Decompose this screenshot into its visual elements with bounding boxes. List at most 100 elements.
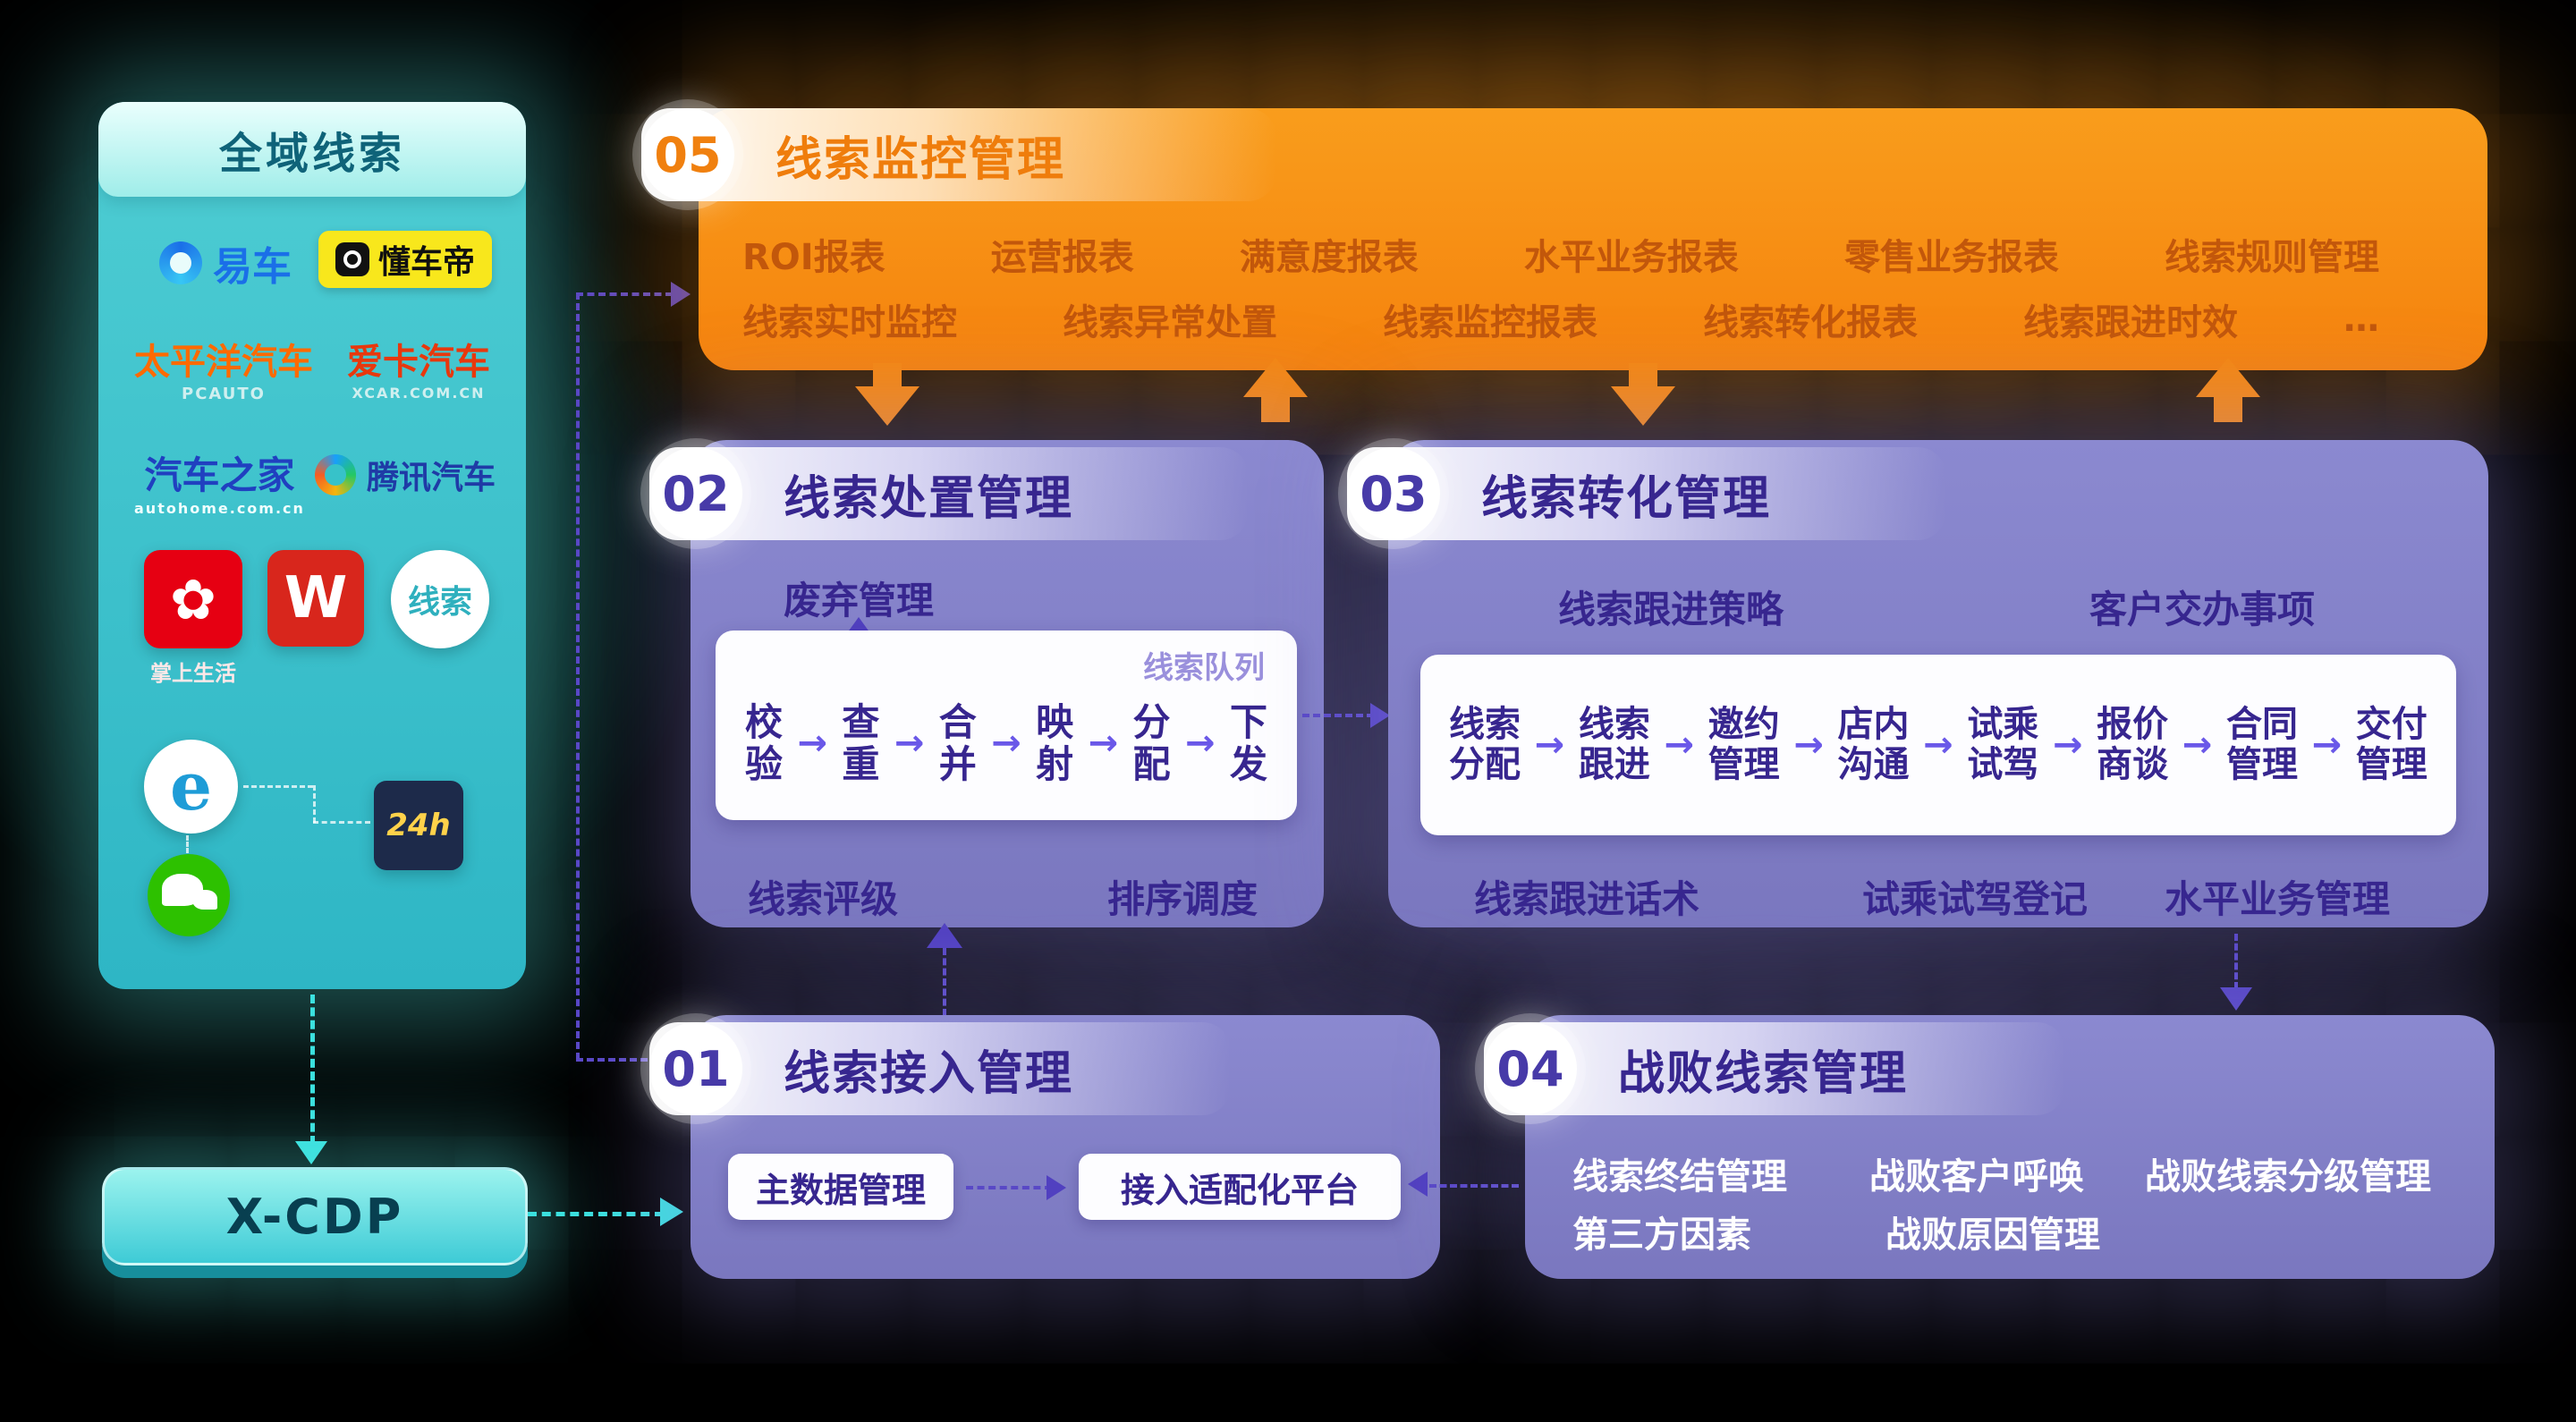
module-03-titlebar: 线索转化管理 xyxy=(1347,447,1946,540)
conversion-step: 合同管理 xyxy=(2225,704,2298,785)
xcdp-to-m01-arrowhead-icon xyxy=(660,1198,683,1226)
flow-arrow-icon: → xyxy=(1664,724,1694,766)
conversion-step: 邀约管理 xyxy=(1707,704,1780,785)
discard-management-label: 废弃管理 xyxy=(784,579,935,622)
xiansuo-label: 线索 xyxy=(407,584,472,621)
xiansuo-badge: 线索 xyxy=(391,550,489,648)
m05-item: 运营报表 xyxy=(990,237,1134,278)
xcdp-block: X-CDP xyxy=(102,1167,528,1265)
module-02-number: 02 xyxy=(662,465,730,522)
module-04-titlebar: 战败线索管理 xyxy=(1484,1022,2065,1115)
w-media-label: W xyxy=(284,565,348,631)
panel-link-line xyxy=(243,785,313,788)
lead-termination-label: 线索终结管理 xyxy=(1572,1156,1787,1198)
module-05-number: 05 xyxy=(654,126,722,183)
pcauto-label: 太平洋汽车 xyxy=(134,342,313,383)
autohome-sub: autohome.com.cn xyxy=(134,500,305,517)
ie-browser-logo: e xyxy=(144,740,238,834)
master-data-label: 主数据管理 xyxy=(755,1170,926,1210)
m05-item: 线索规则管理 xyxy=(2165,237,2379,278)
module-05-row2: 线索实时监控 线索异常处置 线索监控报表 线索转化报表 线索跟进时效 … xyxy=(742,293,2379,345)
pcauto-sub: PCAUTO xyxy=(182,385,266,403)
flow-arrow-icon: → xyxy=(1185,723,1216,764)
conversion-step: 线索跟进 xyxy=(1578,704,1650,785)
m05-item: 线索实时监控 xyxy=(742,302,957,343)
m05-to-m03-arrow-icon xyxy=(1611,386,1675,426)
defeated-customer-recall-label: 战败客户呼唤 xyxy=(1869,1156,2084,1198)
m05-item: 水平业务报表 xyxy=(1523,237,1739,278)
xcar-sub: XCAR.COM.CN xyxy=(352,385,486,402)
dongchedi-label: 懂车帝 xyxy=(377,244,475,281)
tencent-auto-label: 腾讯汽车 xyxy=(367,460,496,496)
module-04-number: 04 xyxy=(1496,1040,1564,1097)
flow-arrow-icon: → xyxy=(2182,724,2213,766)
access-adapter-box: 接入适配化平台 xyxy=(1079,1154,1401,1220)
tencent-auto-logo: 腾讯汽车 xyxy=(315,452,496,498)
module-01-title: 线索接入管理 xyxy=(784,1046,1074,1101)
wechat-logo xyxy=(148,854,230,936)
m01-internal-arrowhead-icon xyxy=(1046,1175,1066,1200)
queue-step: 下发 xyxy=(1229,699,1267,786)
m05-item: ROI报表 xyxy=(742,237,886,278)
lead-queue-steps: 校验 → 查重 → 合并 → 映射 → 分配 → 下发 xyxy=(742,681,1270,806)
third-party-factor-label: 第三方因素 xyxy=(1572,1215,1751,1256)
dongchedi-logo: 懂车帝 xyxy=(318,231,492,288)
wechat-bubble-small-icon xyxy=(192,890,217,910)
tencent-auto-icon xyxy=(315,454,356,495)
xcdp-to-m01-line xyxy=(528,1212,664,1216)
flow-arrow-icon: → xyxy=(991,723,1021,764)
m05-item: 线索异常处置 xyxy=(1063,302,1277,343)
dongchedi-icon xyxy=(335,242,369,276)
follow-script-label: 线索跟进话术 xyxy=(1474,877,1700,921)
module-02-title: 线索处置管理 xyxy=(784,471,1074,526)
master-data-box: 主数据管理 xyxy=(728,1154,953,1220)
m01-to-m05-arrowhead-icon xyxy=(671,282,691,307)
access-adapter-label: 接入适配化平台 xyxy=(1120,1170,1359,1210)
flow-arrow-icon: → xyxy=(1923,724,1953,766)
m05-item: 满意度报表 xyxy=(1239,237,1419,278)
module-01-number: 01 xyxy=(662,1040,730,1097)
panel-title: 全域线索 xyxy=(98,102,526,197)
defeated-lead-grading-label: 战败线索分级管理 xyxy=(2145,1156,2431,1198)
m04-to-m01-arrowhead-icon xyxy=(1408,1172,1428,1197)
queue-step: 合并 xyxy=(938,699,977,786)
m05-down-arrow-stem xyxy=(873,363,902,388)
m03-to-m04-line xyxy=(2234,934,2238,989)
queue-step: 查重 xyxy=(842,699,880,786)
m02-up-arrow-stem xyxy=(1261,395,1290,422)
horizontal-business-label: 水平业务管理 xyxy=(2165,877,2391,921)
conversion-step: 报价商谈 xyxy=(2097,704,2169,785)
zhangshang-shenghuo-logo: ✿ xyxy=(144,550,242,648)
m05-item: … xyxy=(2343,299,2379,340)
m05-item: 零售业务报表 xyxy=(1843,237,2059,278)
panel-title-text: 全域线索 xyxy=(218,129,405,179)
m02-to-m03-line xyxy=(1302,714,1374,717)
follow-strategy-label: 线索跟进策略 xyxy=(1558,588,1784,631)
conversion-step: 店内沟通 xyxy=(1837,704,1910,785)
defeat-reason-label: 战败原因管理 xyxy=(1885,1215,2100,1256)
m02-to-m05-arrow-icon xyxy=(1243,358,1308,397)
hotline-24h-label: 24h xyxy=(386,808,451,843)
flow-arrow-icon: → xyxy=(797,723,827,764)
queue-step: 校验 xyxy=(744,699,783,786)
module-05-title: 线索监控管理 xyxy=(775,132,1066,187)
xcdp-label: X-CDP xyxy=(225,1188,404,1245)
lead-queue-box: 线索队列 校验 → 查重 → 合并 → 映射 → 分配 → 下发 xyxy=(716,631,1297,820)
module-04-badge: 04 xyxy=(1484,1022,1577,1115)
m04-to-m01-line xyxy=(1429,1184,1519,1188)
ie-browser-label: e xyxy=(169,748,213,825)
customer-task-label: 客户交办事项 xyxy=(2089,588,2316,631)
m05-to-m02-arrow-icon xyxy=(855,386,919,426)
module-03-number: 03 xyxy=(1360,465,1428,522)
sort-schedule-label: 排序调度 xyxy=(1107,877,1258,921)
conversion-step: 线索分配 xyxy=(1449,704,1521,785)
flow-arrow-icon: → xyxy=(1793,724,1824,766)
flow-arrow-icon: → xyxy=(894,723,925,764)
flower-icon: ✿ xyxy=(170,566,216,632)
m02-to-m03-arrowhead-icon xyxy=(1370,703,1390,728)
module-02-titlebar: 线索处置管理 xyxy=(649,447,1249,540)
conversion-flow-box: 线索分配 → 线索跟进 → 邀约管理 → 店内沟通 → 试乘试驾 → 报价商谈 … xyxy=(1420,655,2456,835)
module-05-row1: ROI报表 运营报表 满意度报表 水平业务报表 零售业务报表 线索规则管理 xyxy=(742,228,2379,280)
module-02-badge: 02 xyxy=(649,447,742,540)
